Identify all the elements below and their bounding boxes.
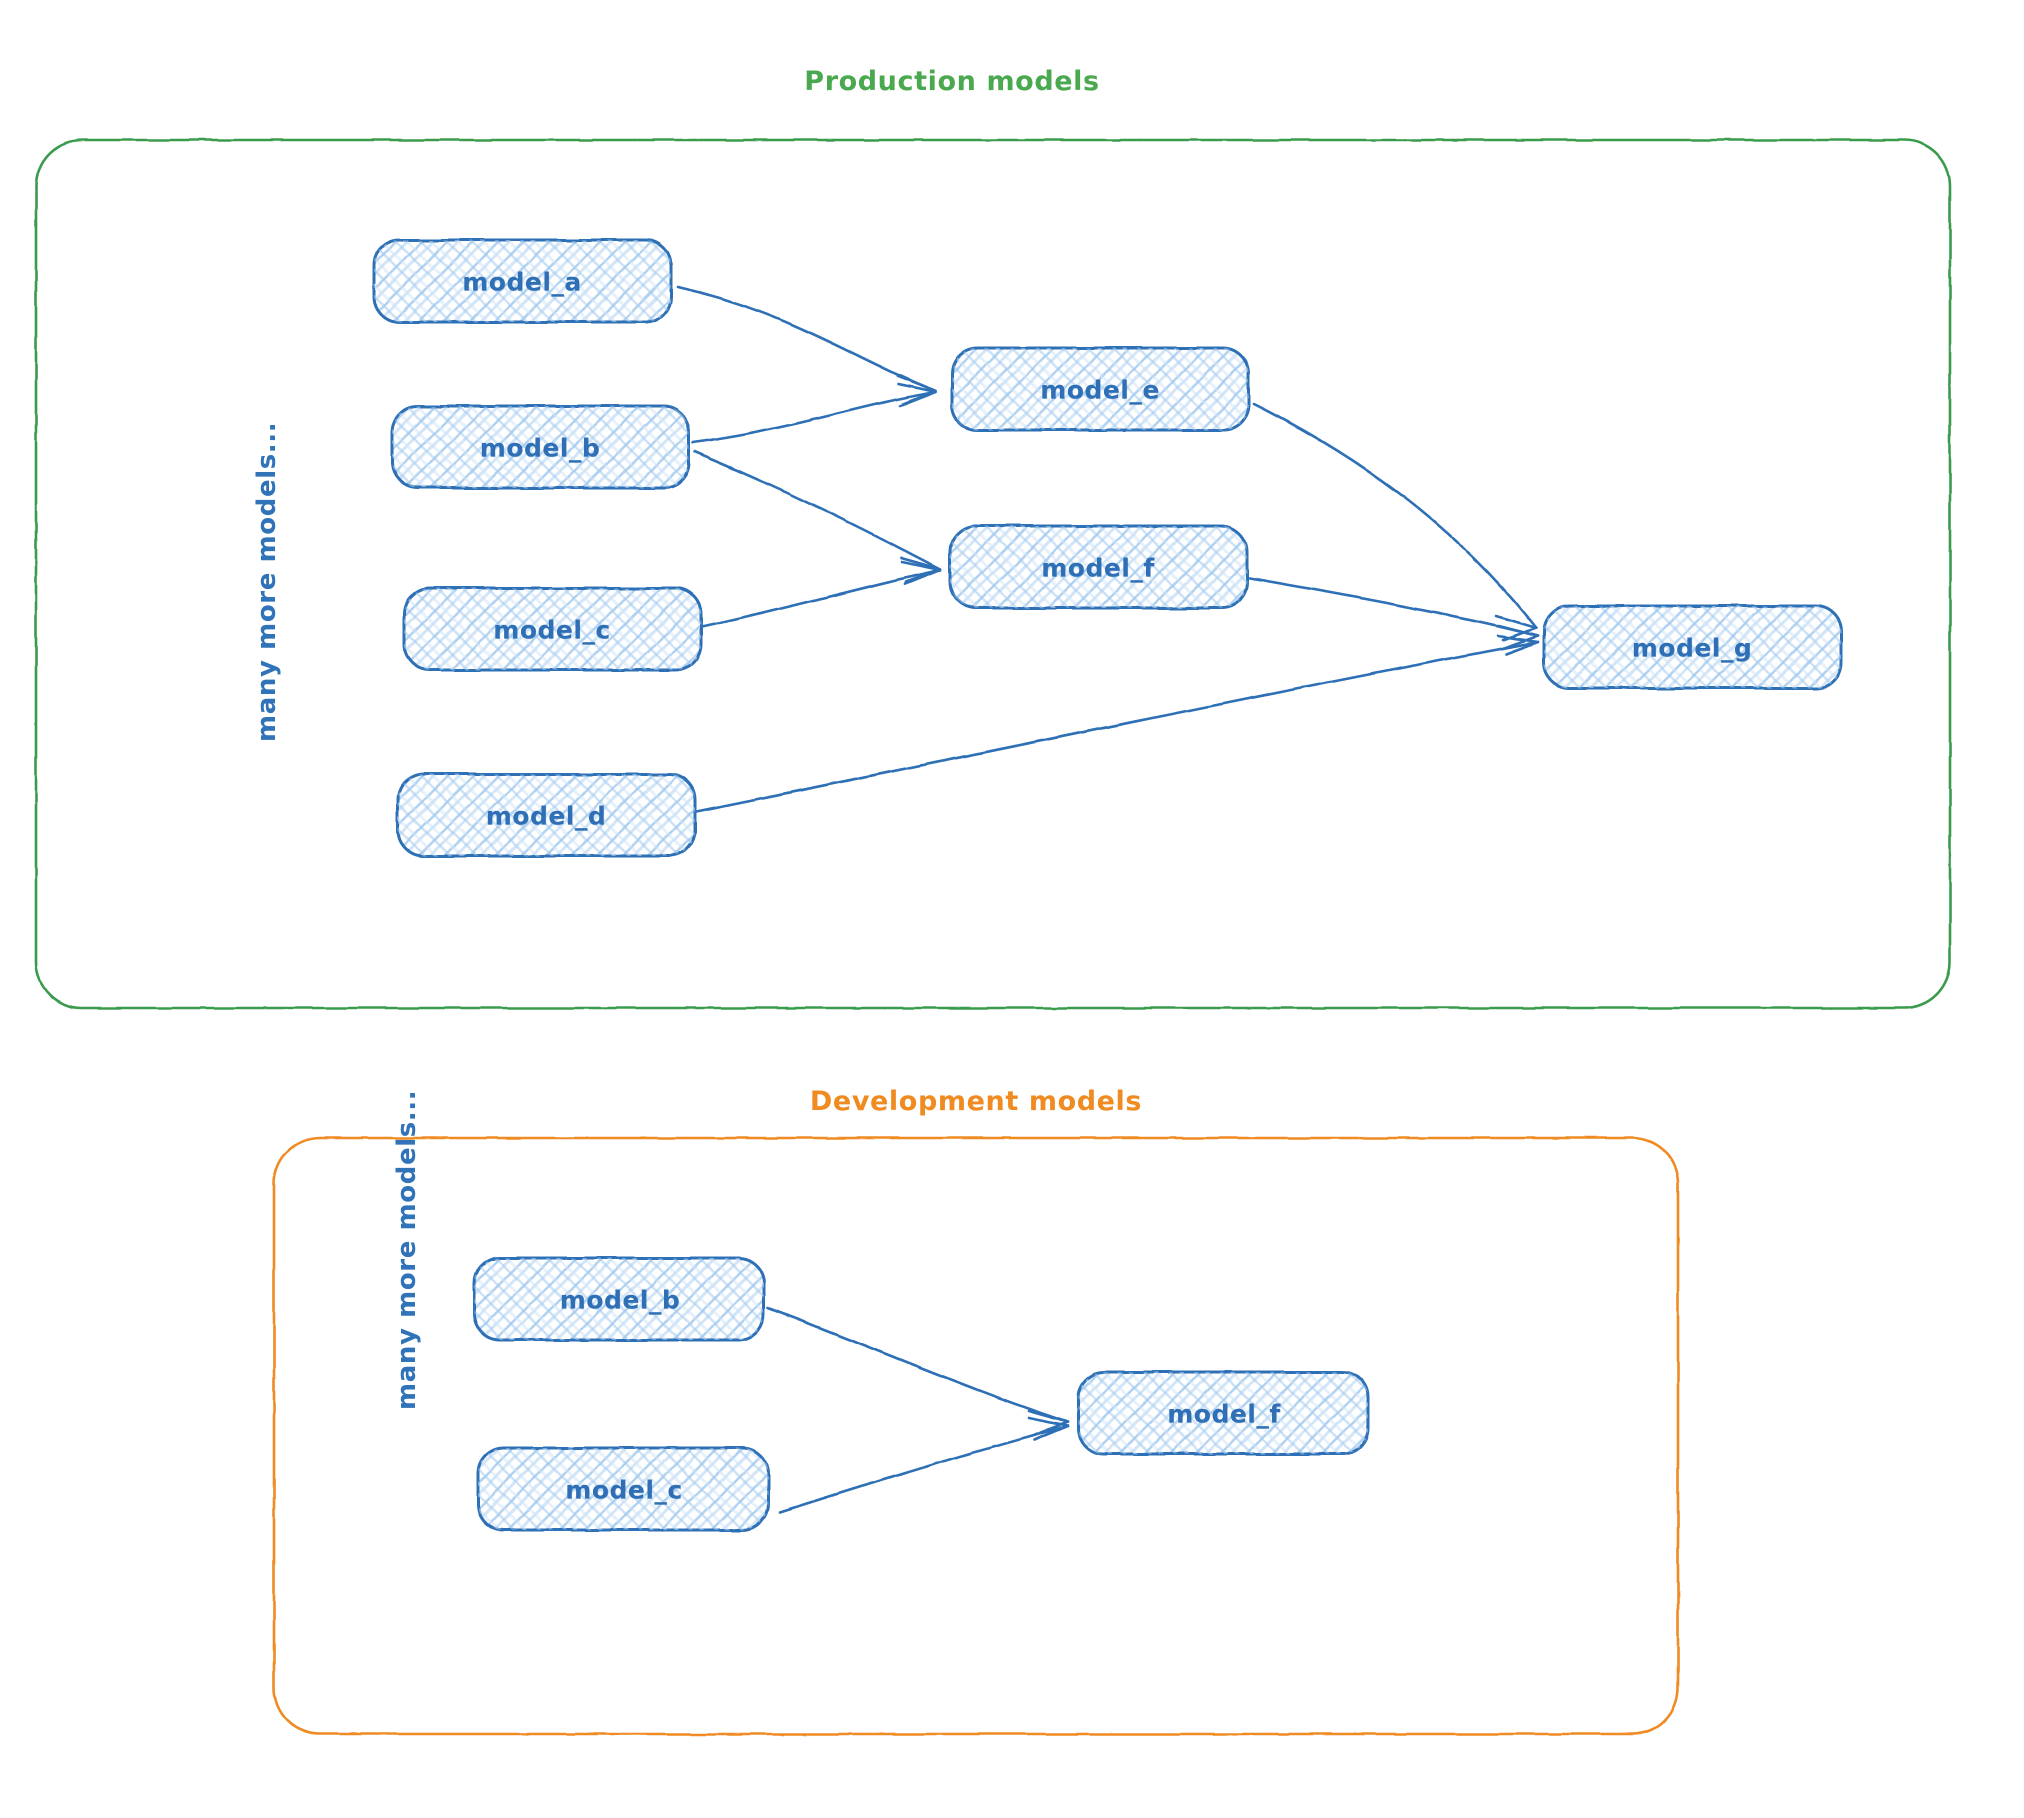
- node-prod-model-d[interactable]: [396, 772, 697, 858]
- edge-dev-model-c-to-model-f: [778, 1416, 1070, 1514]
- node-prod-model-a[interactable]: [372, 238, 673, 324]
- edge-model-f-to-model-g: [1248, 576, 1540, 650]
- development-group-container: [272, 1136, 1680, 1736]
- node-label-prod-model-d: model_d: [485, 801, 607, 831]
- node-label-prod-model-e: model_e: [1040, 375, 1160, 405]
- edge-model-b-to-model-e: [690, 382, 938, 445]
- node-label-prod-model-f: model_f: [1041, 553, 1155, 583]
- edge-dev-model-b-to-model-f: [766, 1306, 1070, 1437]
- node-label-dev-model-c: model_c: [565, 1475, 683, 1505]
- node-label-prod-model-a: model_a: [462, 267, 582, 297]
- node-prod-model-b[interactable]: [390, 404, 691, 490]
- node-prod-model-f[interactable]: [948, 524, 1249, 610]
- node-label-dev-model-f: model_f: [1167, 1399, 1281, 1429]
- production-group-title: Production models: [804, 66, 1100, 97]
- edge-model-d-to-model-g: [692, 634, 1540, 814]
- production-side-label: many more models...: [252, 421, 282, 742]
- node-prod-model-g[interactable]: [1542, 604, 1843, 690]
- node-prod-model-c[interactable]: [402, 586, 703, 672]
- development-group-title: Development models: [809, 1086, 1143, 1117]
- development-side-label: many more models...: [392, 1089, 422, 1410]
- node-dev-model-b[interactable]: [472, 1256, 766, 1342]
- production-edges: [676, 285, 1540, 814]
- node-dev-model-f[interactable]: [1076, 1370, 1370, 1456]
- node-dev-model-c[interactable]: [476, 1446, 770, 1532]
- development-edges: [766, 1306, 1070, 1514]
- node-prod-model-e[interactable]: [950, 346, 1251, 432]
- node-label-prod-model-b: model_b: [479, 433, 601, 463]
- node-label-dev-model-b: model_b: [559, 1285, 681, 1315]
- production-group-container: [34, 138, 1952, 1010]
- node-label-prod-model-g: model_g: [1631, 633, 1753, 663]
- development-nodes: [472, 1256, 1370, 1532]
- edge-model-c-to-model-f: [700, 560, 942, 629]
- node-label-prod-model-c: model_c: [493, 615, 611, 645]
- edge-model-a-to-model-e: [676, 285, 938, 406]
- production-nodes: [372, 238, 1843, 858]
